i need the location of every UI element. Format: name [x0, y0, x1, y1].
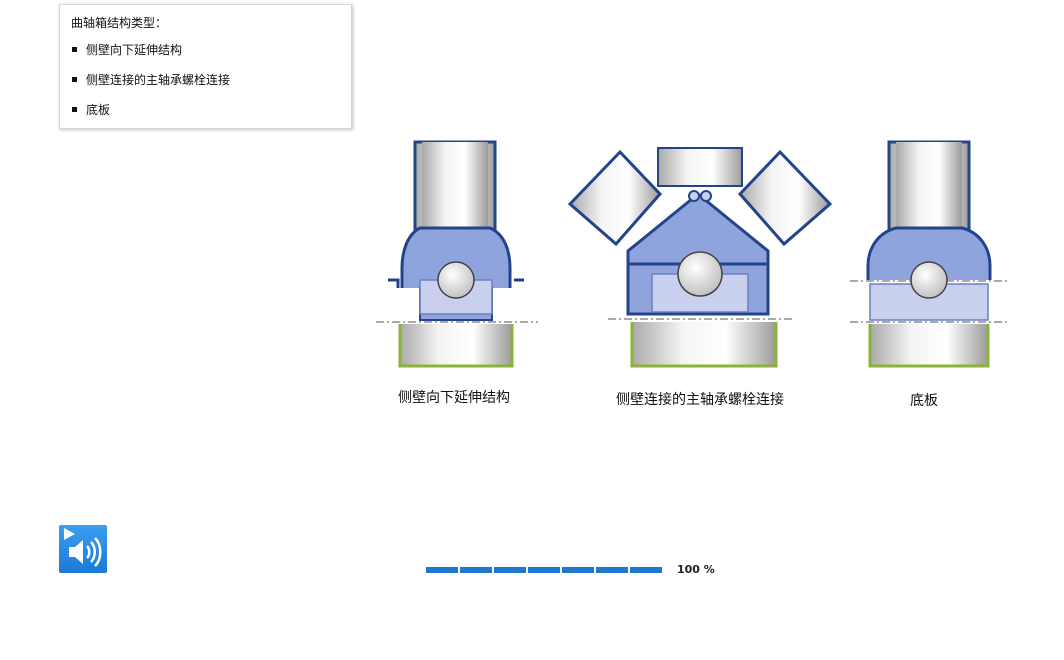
- diagram-skirt-crankcase: [376, 140, 538, 368]
- caption-bedplate: 底板: [910, 393, 938, 409]
- info-list: 侧壁向下延伸结构 侧壁连接的主轴承螺栓连接 底板: [71, 43, 230, 133]
- progress-segment: [494, 567, 526, 573]
- bullet-icon: [72, 47, 77, 52]
- progress-segment: [596, 567, 628, 573]
- audio-play-speaker-icon: [64, 528, 102, 567]
- list-item-label: 侧壁向下延伸结构: [86, 43, 183, 57]
- diagram-v-engine-crankcase: [567, 147, 833, 368]
- progress-percent: 100 %: [677, 563, 715, 576]
- info-title: 曲轴箱结构类型：: [71, 16, 168, 30]
- list-item: 底板: [71, 103, 230, 133]
- list-item-label: 底板: [86, 103, 111, 117]
- info-box: 曲轴箱结构类型： 侧壁向下延伸结构 侧壁连接的主轴承螺栓连接 底板: [59, 4, 352, 129]
- progress-segment: [460, 567, 492, 573]
- audio-button[interactable]: [59, 525, 107, 573]
- progress-segment: [528, 567, 560, 573]
- progress-segment: [562, 567, 594, 573]
- list-item: 侧壁连接的主轴承螺栓连接: [71, 73, 230, 103]
- caption-bolted-bearings: 侧壁连接的主轴承螺栓连接: [616, 392, 784, 408]
- list-item: 侧壁向下延伸结构: [71, 43, 230, 73]
- bullet-icon: [72, 107, 77, 112]
- progress-segment: [426, 567, 458, 573]
- list-item-label: 侧壁连接的主轴承螺栓连接: [86, 73, 231, 87]
- progress-bar: [426, 567, 662, 573]
- bullet-icon: [72, 77, 77, 82]
- caption-skirt: 侧壁向下延伸结构: [398, 390, 510, 406]
- diagram-bedplate-crankcase: [850, 140, 1008, 368]
- progress-segment: [630, 567, 662, 573]
